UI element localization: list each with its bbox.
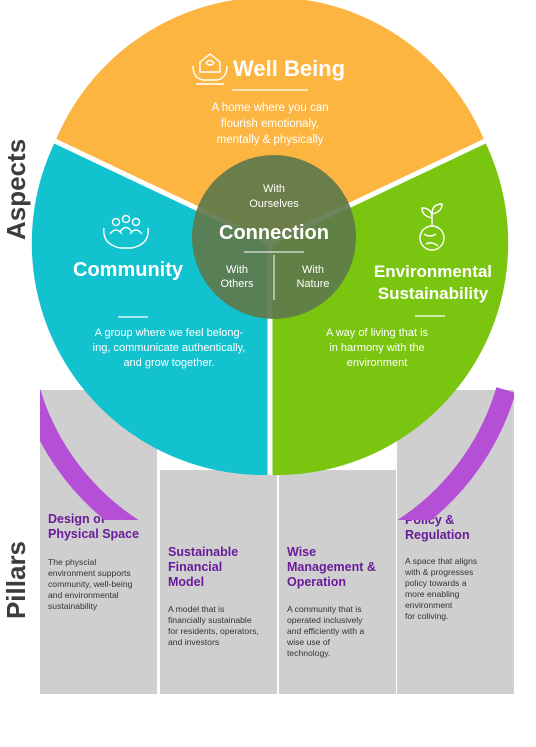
community-desc: A group where we feel belong-ing, commun… xyxy=(92,327,246,369)
connection-title: Connection xyxy=(219,222,329,244)
hands-holding-people-icon xyxy=(103,214,149,249)
hands-holding-home-icon xyxy=(192,53,228,85)
globe-with-plant-icon xyxy=(419,203,445,251)
wellbeing-title: Well Being xyxy=(233,56,346,81)
wellbeing-segment xyxy=(55,0,485,243)
connection-circle xyxy=(192,155,356,319)
community-title: Community xyxy=(73,259,183,281)
arc-band xyxy=(40,387,514,520)
